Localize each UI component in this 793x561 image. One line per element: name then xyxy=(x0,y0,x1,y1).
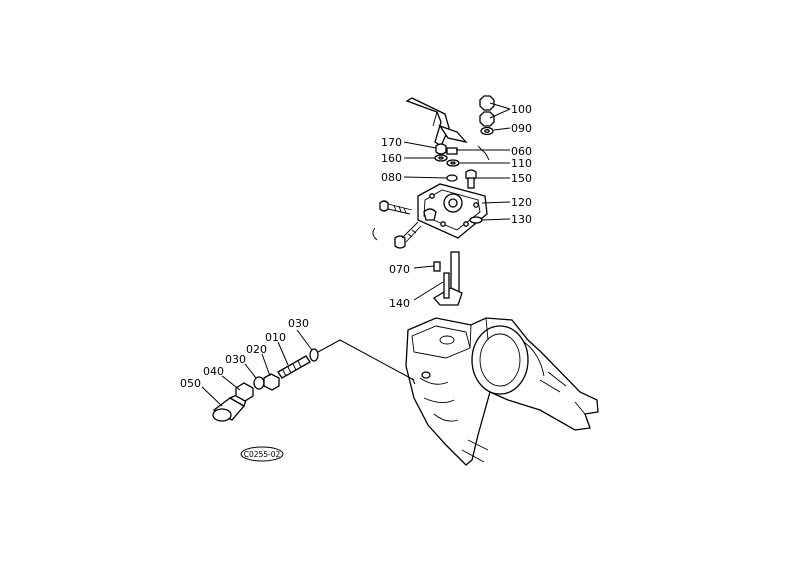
label-130: 130 xyxy=(511,213,532,226)
label-050: 050 xyxy=(180,377,201,390)
label-030-lower: 030 xyxy=(225,353,246,366)
seal-060 xyxy=(446,147,458,155)
washer-110 xyxy=(446,159,460,167)
lever-shaft-140 xyxy=(433,251,463,306)
nut-040 xyxy=(235,382,254,402)
clip xyxy=(372,227,378,241)
o-ring-080 xyxy=(446,174,458,182)
washer-130 xyxy=(469,216,483,224)
engine-housing xyxy=(405,317,599,466)
reference-code-badge: C0255-02 xyxy=(240,446,284,462)
label-030-upper: 030 xyxy=(288,317,309,330)
washer-090 xyxy=(480,126,494,136)
reference-code: C0255-02 xyxy=(244,450,281,459)
washer-030b xyxy=(253,376,265,390)
assembly-guide-line xyxy=(317,339,415,381)
pin-070 xyxy=(433,261,441,272)
label-020: 020 xyxy=(246,343,267,356)
label-040: 040 xyxy=(203,365,224,378)
label-150: 150 xyxy=(511,172,532,185)
bolt-left-lower xyxy=(394,221,422,249)
label-110: 110 xyxy=(511,157,532,170)
nut-020 xyxy=(263,373,280,391)
cover-plate-120 xyxy=(417,183,488,239)
bolt-left-upper xyxy=(379,200,413,215)
screw-010 xyxy=(277,355,311,379)
label-060: 060 xyxy=(511,145,532,158)
cap-050 xyxy=(212,393,247,422)
washer-030a xyxy=(309,348,319,362)
label-140: 140 xyxy=(389,297,410,310)
label-080: 080 xyxy=(381,171,402,184)
washer-160 xyxy=(434,154,448,162)
nut-100 xyxy=(479,95,495,127)
cap-170 xyxy=(435,143,447,155)
label-120: 120 xyxy=(511,196,532,209)
label-100: 100 xyxy=(511,103,532,116)
label-070: 070 xyxy=(389,263,410,276)
label-160: 160 xyxy=(381,152,402,165)
label-170: 170 xyxy=(381,136,402,149)
leader-lines xyxy=(201,102,511,407)
label-090: 090 xyxy=(511,122,532,135)
bolt-150 xyxy=(465,169,477,189)
label-010: 010 xyxy=(265,331,286,344)
